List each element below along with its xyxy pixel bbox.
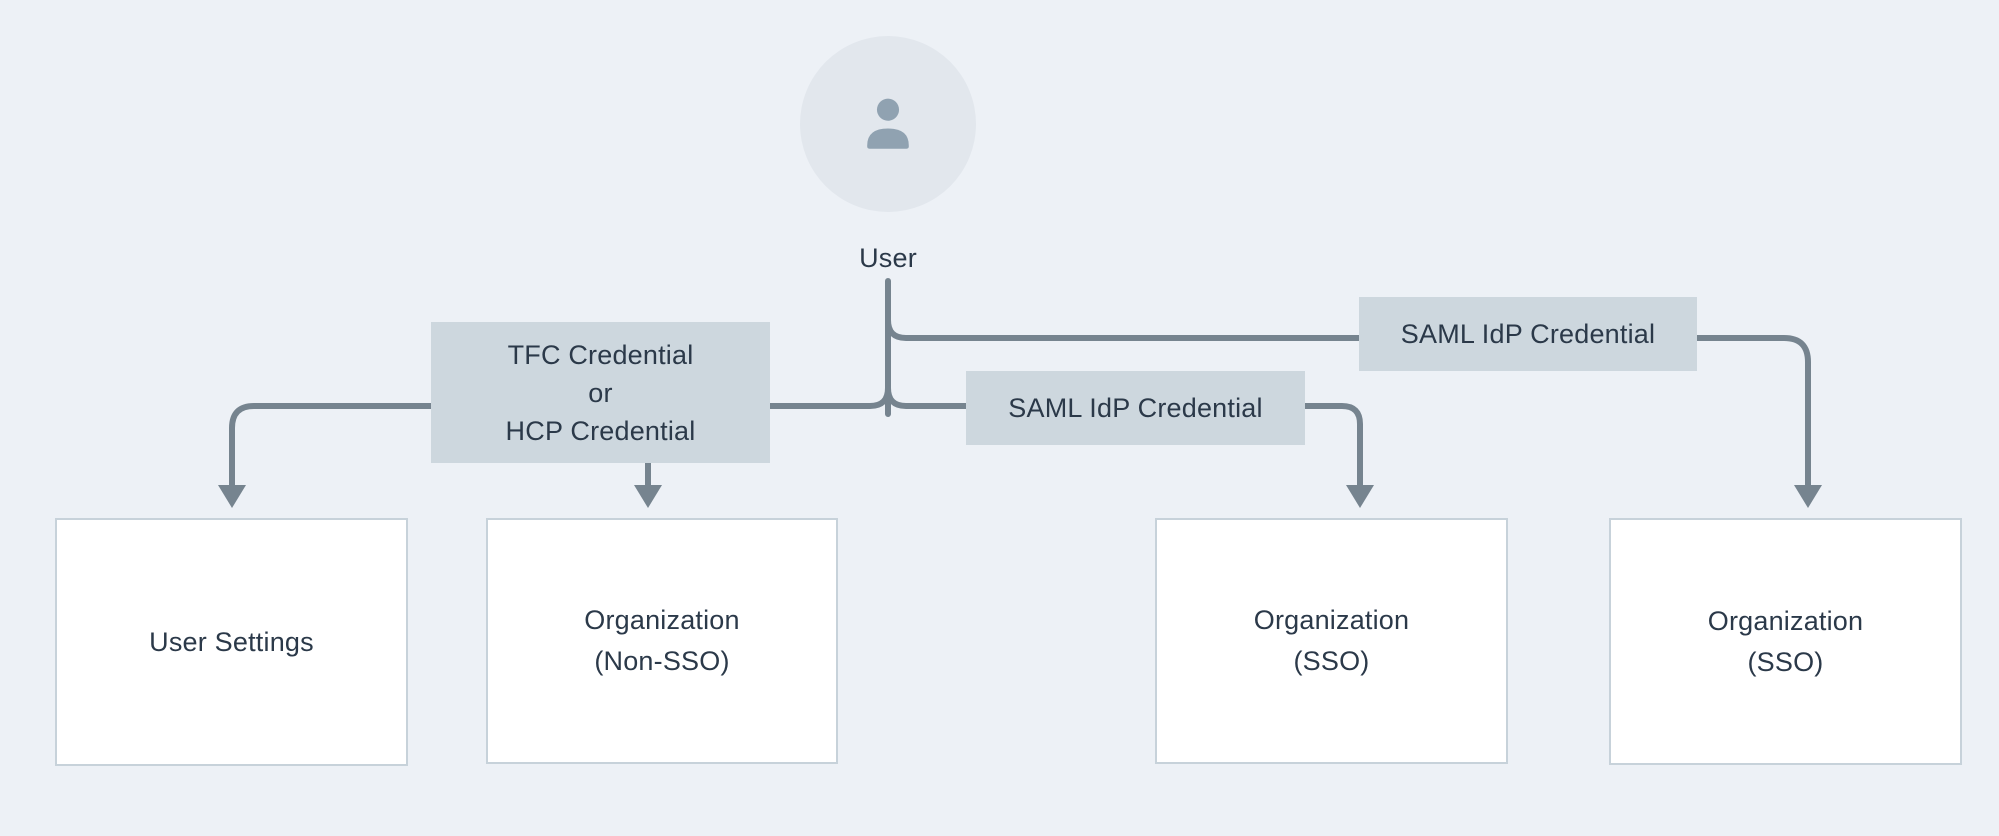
box-org-sso-2: Organization (SSO) xyxy=(1609,518,1962,765)
box-label-line: Organization xyxy=(584,605,740,635)
box-label-line: User Settings xyxy=(149,626,314,657)
arrowhead-org-sso-mid xyxy=(1346,485,1374,508)
box-org-sso-1: Organization (SSO) xyxy=(1155,518,1508,764)
edge-org-sso-top xyxy=(885,317,1811,490)
arrowhead-org-sso-top xyxy=(1794,485,1822,508)
arrowhead-org-non-sso xyxy=(634,485,662,508)
credential-line: TFC Credential xyxy=(507,339,694,370)
box-org-non-sso: Organization (Non-SSO) xyxy=(486,518,838,764)
edge-org-sso-mid xyxy=(885,385,1363,490)
box-label-line: Organization xyxy=(1253,605,1410,635)
arrowhead-user-settings xyxy=(218,485,246,508)
credential-box-saml-mid: SAML IdP Credential xyxy=(966,371,1305,445)
box-label-line: (SSO) xyxy=(1747,646,1824,677)
user-label: User xyxy=(859,243,917,273)
box-label-line: (Non-SSO) xyxy=(594,646,730,676)
person-icon xyxy=(867,98,909,149)
credential-line: SAML IdP Credential xyxy=(1008,393,1263,423)
user-avatar xyxy=(800,36,976,212)
box-label-line: (SSO) xyxy=(1293,646,1370,676)
box-user-settings: User Settings xyxy=(55,518,408,766)
credential-line: or xyxy=(588,377,613,408)
edge-user-settings xyxy=(229,385,891,490)
credential-line: SAML IdP Credential xyxy=(1400,319,1656,349)
credential-box-saml-top: SAML IdP Credential xyxy=(1359,297,1697,371)
box-label-line: Organization xyxy=(1707,605,1864,636)
credential-line: HCP Credential xyxy=(505,415,696,446)
credential-box-tfc-hcp: TFC Credential or HCP Credential xyxy=(431,322,770,463)
